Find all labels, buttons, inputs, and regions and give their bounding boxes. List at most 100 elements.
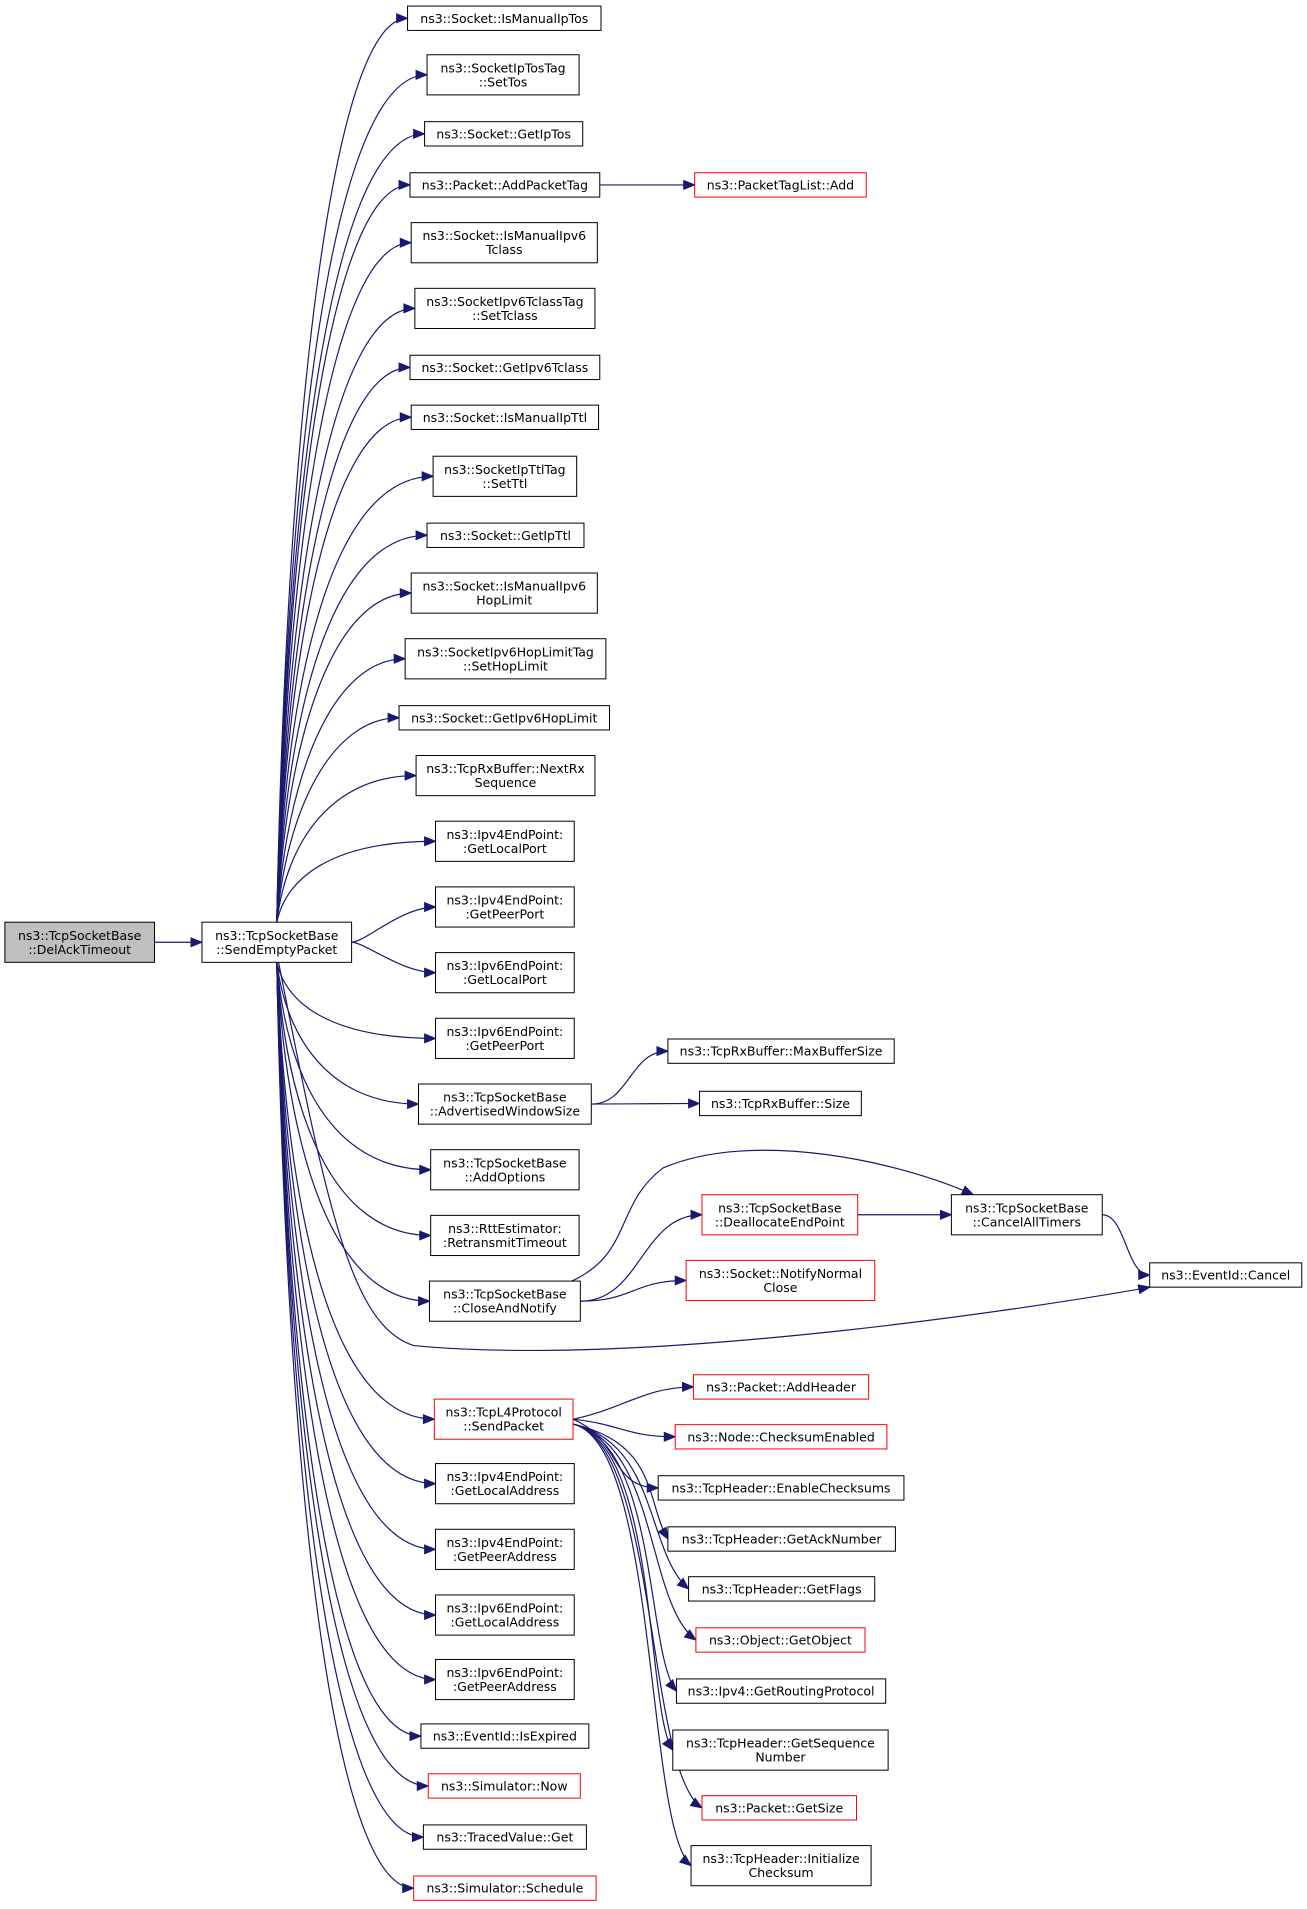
node-add-packet-tag-label-1: ns3::Packet::AddPacketTag	[422, 177, 588, 192]
node-rx-size[interactable]: ns3::TcpRxBuffer::Size	[699, 1090, 862, 1117]
node-ptl-add[interactable]: ns3::PacketTagList::Add	[694, 172, 867, 198]
node-traced-value-get[interactable]: ns3::TracedValue::Get	[422, 1824, 587, 1850]
node-ipv4-peer-port[interactable]: ns3::Ipv4EndPoint::GetPeerPort	[435, 886, 575, 928]
node-get-sequence-number-label-1: ns3::TcpHeader::GetSequence	[686, 1736, 875, 1751]
edge-l4-send-packet-to-get-ack-number	[572, 1423, 669, 1541]
edge-sep-to-add-packet-tag	[276, 179, 412, 923]
edge-sep-to-add-options	[276, 962, 433, 1175]
node-l4-send-packet-label-1: ns3::TcpL4Protocol	[445, 1405, 561, 1420]
node-is-manual-ip-ttl-label-1: ns3::Socket::IsManualIpTtl	[423, 410, 587, 425]
node-ipv6-local-port-label-2: :GetLocalPort	[463, 972, 547, 987]
edge-l4-send-packet-to-get-sequence-number	[572, 1423, 674, 1752]
edge-l4-send-packet-to-add-header	[572, 1381, 695, 1420]
edge-sep-to-get-ip-ttl	[276, 530, 429, 923]
edge-sep-to-traced-value-get	[276, 962, 425, 1843]
node-add-header[interactable]: ns3::Packet::AddHeader	[692, 1374, 870, 1400]
node-get-flags[interactable]: ns3::TcpHeader::GetFlags	[688, 1576, 876, 1602]
node-ipv6-local-port-label-1: ns3::Ipv6EndPoint:	[446, 958, 563, 973]
node-add-options[interactable]: ns3::TcpSocketBase::AddOptions	[430, 1149, 580, 1191]
node-event-cancel[interactable]: ns3::EventId::Cancel	[1149, 1262, 1303, 1288]
edge-close-and-notify-to-notify-normal-close	[580, 1275, 688, 1302]
edge-l4-send-packet-to-initialize-checksum	[572, 1423, 693, 1867]
node-max-buffer-size-label-1: ns3::TcpRxBuffer::MaxBufferSize	[680, 1044, 883, 1059]
node-get-ip-ttl[interactable]: ns3::Socket::GetIpTtl	[426, 522, 585, 548]
node-add-options-label-2: ::AddOptions	[464, 1169, 545, 1184]
node-ipv4-peer-address-label-2: :GetPeerAddress	[453, 1549, 557, 1564]
node-get-ip-tos[interactable]: ns3::Socket::GetIpTos	[424, 121, 584, 147]
node-is-manual-ip-ttl[interactable]: ns3::Socket::IsManualIpTtl	[410, 404, 600, 430]
node-sep[interactable]: ns3::TcpSocketBase::SendEmptyPacket	[201, 921, 353, 963]
edge-sep-to-l4-send-packet	[276, 962, 436, 1425]
node-max-buffer-size[interactable]: ns3::TcpRxBuffer::MaxBufferSize	[667, 1038, 895, 1064]
node-set-ttl-label-1: ns3::SocketIpTtlTag	[444, 462, 565, 477]
edge-sep-to-ipv4-peer-port	[351, 901, 437, 943]
node-close-and-notify[interactable]: ns3::TcpSocketBase::CloseAndNotify	[428, 1280, 581, 1322]
node-get-ack-number[interactable]: ns3::TcpHeader::GetAckNumber	[667, 1526, 896, 1552]
node-ipv6-local-address[interactable]: ns3::Ipv6EndPoint::GetLocalAddress	[435, 1594, 575, 1636]
node-dealloc-endpoint[interactable]: ns3::TcpSocketBase::DeallocateEndPoint	[701, 1194, 859, 1236]
node-ipv4-local-port[interactable]: ns3::Ipv4EndPoint::GetLocalPort	[435, 820, 575, 862]
node-ipv6-peer-port[interactable]: ns3::Ipv6EndPoint::GetPeerPort	[435, 1017, 575, 1059]
node-ipv6-peer-address[interactable]: ns3::Ipv6EndPoint::GetPeerAddress	[435, 1658, 575, 1701]
node-dealloc-endpoint-label-2: ::DeallocateEndPoint	[715, 1214, 845, 1229]
node-ipv4-peer-address[interactable]: ns3::Ipv4EndPoint::GetPeerAddress	[435, 1528, 575, 1570]
node-set-tclass[interactable]: ns3::SocketIpv6TclassTag::SetTclass	[414, 287, 596, 329]
node-enable-checksums[interactable]: ns3::TcpHeader::EnableChecksums	[657, 1475, 905, 1501]
node-ipv4-local-port-label-1: ns3::Ipv4EndPoint:	[446, 827, 563, 842]
edge-l4-send-packet-to-get-object	[572, 1423, 697, 1641]
edge-sep-to-ipv6-peer-address	[276, 962, 437, 1685]
node-packet-get-size[interactable]: ns3::Packet::GetSize	[701, 1795, 857, 1821]
node-is-manual-ip-tos[interactable]: ns3::Socket::IsManualIpTos	[407, 5, 602, 31]
node-ipv4-local-address[interactable]: ns3::Ipv4EndPoint::GetLocalAddress	[435, 1463, 575, 1505]
node-get-ip-ttl-label-1: ns3::Socket::GetIpTtl	[440, 528, 571, 543]
node-retransmit-timeout[interactable]: ns3::RttEstimator::RetransmitTimeout	[430, 1214, 580, 1257]
node-next-rx-seq-label-2: Sequence	[475, 775, 537, 790]
node-simulator-now-label-1: ns3::Simulator::Now	[441, 1778, 568, 1793]
node-adv-window[interactable]: ns3::TcpSocketBase::AdvertisedWindowSize	[418, 1083, 592, 1125]
edge-sep-to-is-manual-ip-ttl	[276, 412, 413, 923]
node-add-packet-tag[interactable]: ns3::Packet::AddPacketTag	[409, 172, 601, 198]
edge-root-to-sep	[154, 937, 204, 948]
node-l4-send-packet[interactable]: ns3::TcpL4Protocol::SendPacket	[433, 1398, 574, 1440]
node-get-ipv6-hoplimit[interactable]: ns3::Socket::GetIpv6HopLimit	[398, 705, 611, 731]
node-root[interactable]: ns3::TcpSocketBase::DelAckTimeout	[4, 921, 156, 963]
node-simulator-schedule[interactable]: ns3::Simulator::Schedule	[413, 1875, 597, 1901]
node-cancel-all-timers[interactable]: ns3::TcpSocketBase::CancelAllTimers	[950, 1194, 1103, 1236]
node-simulator-now[interactable]: ns3::Simulator::Now	[427, 1773, 581, 1799]
edge-sep-to-ipv4-local-port	[276, 836, 437, 923]
node-retransmit-timeout-label-1: ns3::RttEstimator:	[448, 1221, 562, 1236]
node-get-routing-protocol[interactable]: ns3::Ipv4::GetRoutingProtocol	[675, 1678, 887, 1704]
node-set-hoplimit-label-1: ns3::SocketIpv6HopLimitTag	[417, 644, 594, 659]
node-get-object-label-1: ns3::Object::GetObject	[709, 1632, 852, 1647]
node-ipv6-local-address-label-2: :GetLocalAddress	[451, 1615, 560, 1630]
edge-sep-to-retransmit-timeout	[276, 962, 433, 1241]
node-checksum-enabled[interactable]: ns3::Node::ChecksumEnabled	[674, 1424, 888, 1450]
node-event-is-expired[interactable]: ns3::EventId::IsExpired	[420, 1723, 590, 1749]
edge-sep-to-get-ipv6-hoplimit	[276, 712, 401, 923]
node-get-ip-tos-label-1: ns3::Socket::GetIpTos	[436, 126, 571, 141]
node-l4-send-packet-label-2: ::SendPacket	[463, 1419, 544, 1434]
node-ipv6-peer-address-label-1: ns3::Ipv6EndPoint:	[446, 1665, 563, 1680]
edge-sep-to-ipv6-local-port	[351, 941, 437, 978]
node-get-object[interactable]: ns3::Object::GetObject	[695, 1627, 866, 1653]
node-ipv4-peer-address-label-1: ns3::Ipv4EndPoint:	[446, 1535, 563, 1550]
node-ipv6-peer-address-label-2: :GetPeerAddress	[453, 1679, 557, 1694]
node-adv-window-label-2: ::AdvertisedWindowSize	[430, 1104, 581, 1119]
node-get-ipv6-tclass[interactable]: ns3::Socket::GetIpv6Tclass	[409, 354, 601, 381]
node-ipv6-local-port[interactable]: ns3::Ipv6EndPoint::GetLocalPort	[435, 952, 575, 994]
node-is-manual-ipv6-hoplimit-label-1: ns3::Socket::IsManualIpv6	[422, 579, 586, 594]
node-sep-label-1: ns3::TcpSocketBase	[215, 928, 339, 943]
edge-close-and-notify-to-dealloc-endpoint	[580, 1209, 704, 1302]
node-cancel-all-timers-label-1: ns3::TcpSocketBase	[965, 1200, 1089, 1215]
edge-sep-to-get-ipv6-tclass	[276, 362, 412, 923]
node-set-ttl[interactable]: ns3::SocketIpTtlTag::SetTtl	[432, 455, 578, 497]
node-set-tos[interactable]: ns3::SocketIpTosTag::SetTos	[426, 54, 580, 96]
node-ipv4-local-address-label-2: :GetLocalAddress	[451, 1483, 560, 1498]
node-set-hoplimit[interactable]: ns3::SocketIpv6HopLimitTag::SetHopLimit	[404, 638, 607, 680]
